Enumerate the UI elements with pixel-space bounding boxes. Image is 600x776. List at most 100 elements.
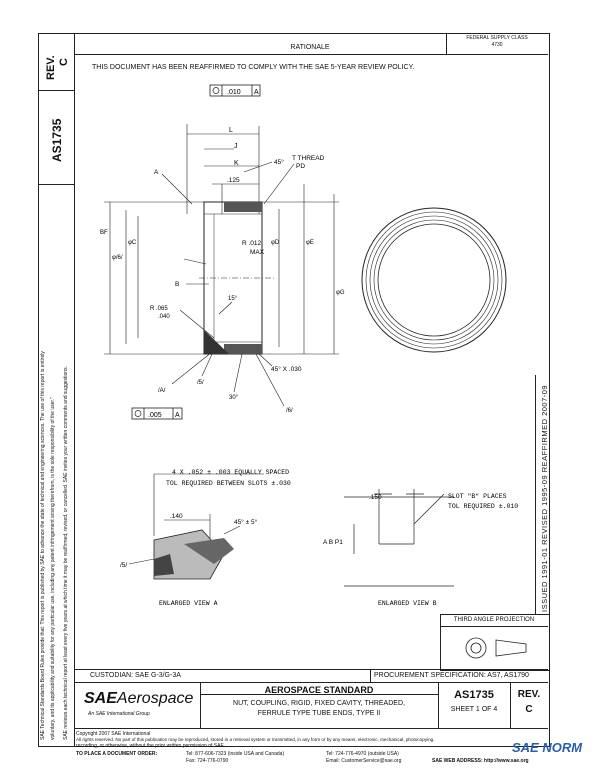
sae-logo-aero: Aerospace [116,690,194,707]
dim-J: J [234,143,238,150]
footer-copyright: Copyright 2007 SAE International [76,731,151,737]
left-divider-2 [38,184,74,185]
left-doc-number: AS1735 [50,118,64,162]
sae-logo-sae: SAE [84,690,117,707]
custodian-divider [370,669,371,682]
label-A: A [154,169,159,176]
view-a-angle: 45° ± 5° [234,518,258,526]
footer-line [74,728,548,729]
custodian-line [74,682,548,683]
custodian-text: CUSTODIAN: SAE G-3/G-3A [90,672,181,679]
footer-email: Email: CustomerService@sae.org [326,758,402,764]
projection-symbol [465,637,527,659]
title-top-line [74,669,548,670]
fsc-value: 4730 [491,42,503,48]
dim-phiH: φ/6/ [112,255,123,261]
left-disclaimer-2: voluntary, and its applicability and sui… [50,397,56,740]
dim-L: L [229,127,233,134]
label-T-thread: T THREAD [292,155,325,162]
standard-label-line [200,694,438,695]
left-disclaimer-1: SAE Technical Standards Board Rules prov… [40,351,46,740]
view-b-note-2: TOL REQUIRED ±.010 [448,503,518,510]
doc-number: AS1735 [454,689,494,701]
watermark-text: SAE NORM [512,740,583,755]
left-divider-1 [38,90,74,91]
footer-tel: Tel: 877-606-7323 (inside USA and Canada… [186,751,285,757]
drawing-frame [74,33,550,747]
label-PD: PD [296,163,305,170]
dim-phiE: φE [306,240,314,246]
sae-logo: SAEAerospace [84,690,193,708]
view-b-dim-150: .150 [369,494,382,501]
label-R065: R .065 [150,306,168,312]
sheet-number: SHEET 1 OF 4 [450,706,498,713]
left-rev-label: REV. [45,55,57,80]
label-15: 15° [228,296,238,302]
view-a-note-2: TOL REQUIRED BETWEEN SLOTS ±.030 [166,480,291,487]
view-b-note-1: SLOT "B" PLACES [448,493,507,500]
end-view [361,207,507,353]
label-f5: /5/ [197,380,204,386]
tol-top-value: .010 [227,89,241,96]
label-R012: R .012 [242,240,262,247]
view-a-note-1: 4 X .052 ± .003 EQUALLY SPACED [172,469,289,476]
tol-bottom-value: .005 [148,412,162,419]
watermark: SAE NORM [512,740,582,755]
left-dimensions [104,184,339,355]
view-a-dim-140: .140 [170,513,183,520]
sae-logo-sub: An SAE International Group [88,711,150,717]
label-f6: /6/ [286,408,293,414]
dim-K: K [234,160,239,167]
brand-divider [200,682,201,728]
rationale-label: RATIONALE [290,44,330,51]
dim-BF: BF [100,230,108,236]
footer-order-label: TO PLACE A DOCUMENT ORDER: [76,751,158,757]
footer-tel2: Tel: 724-776-4970 (outside USA) [326,751,399,757]
view-a-caption: ENLARGED VIEW A [159,600,218,607]
footer-rights-2: recording, or otherwise, without the pri… [76,743,226,749]
label-30: 30° [229,395,239,401]
label-MAX: MAX [250,249,265,256]
left-rev-value: C [58,58,70,66]
title-line-2: FERRULE TYPE TUBE ENDS, TYPE II [257,710,381,717]
standard-label: AEROSPACE STANDARD [264,685,374,695]
enlarged-view-a [128,473,264,580]
fsc-label: FEDERAL SUPPLY CLASS [466,35,528,41]
footer-web: SAE WEB ADDRESS: http://www.sae.org [432,758,529,764]
label-R040: .040 [158,314,170,320]
footer-fax: Fax: 724-776-0790 [186,758,229,764]
title-rev-label: REV. [517,689,541,700]
header-divider [74,54,548,55]
top-dimensions [186,124,273,214]
dim-angle-45: 45° [274,158,284,166]
left-strip [38,33,75,747]
left-disclaimer-3: SAE reviews each technical report at lea… [63,366,69,740]
dim-phiC: φC [128,240,137,246]
projection-box [440,614,549,671]
dim-125: .125 [227,177,240,184]
view-a-f5: /5/ [120,562,127,569]
fsc-divider [446,33,447,54]
title-rev-value: C [525,704,533,715]
projection-label: THIRD ANGLE PROJECTION [453,617,535,623]
leader-lines [161,163,295,407]
view-b-abp: A B P1 [323,539,343,546]
tol-bottom-datum: A [175,412,180,419]
dim-phiG: φG [336,290,345,296]
label-B: B [175,281,179,288]
label-fA: /A/ [158,388,166,394]
tol-top-datum: A [254,89,259,96]
footer-rights: All rights reserved. No part of this pub… [76,737,435,742]
reaffirm-note: THIS DOCUMENT HAS BEEN REAFFIRMED TO COM… [92,64,415,71]
rev-divider [510,682,511,728]
view-b-caption: ENLARGED VIEW B [378,600,437,607]
nut-side-view [199,201,274,355]
label-chamfer: 45° X .030 [271,365,302,373]
history-divider [535,375,536,615]
procurement-text: PROCUREMENT SPECIFICATION: AS7, AS1790 [374,672,529,679]
number-divider [438,682,439,728]
tolerance-frame-top [209,84,261,97]
dim-phiD: φD [271,240,280,246]
title-line-1: NUT, COUPLING, RIGID, FIXED CAVITY, THRE… [233,700,405,707]
main-drawing: .010 A L J 45° K .125 BF [100,84,518,607]
